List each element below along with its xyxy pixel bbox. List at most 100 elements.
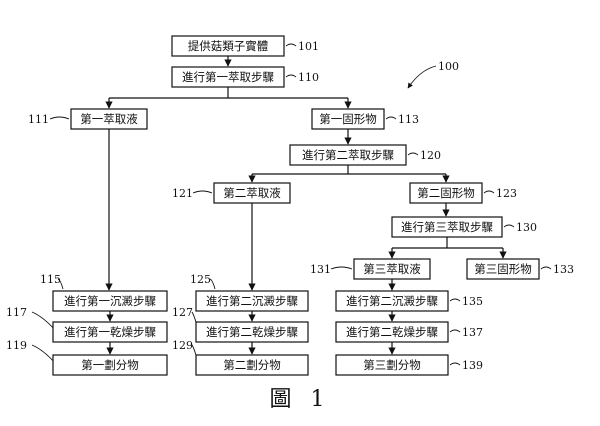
node-box <box>335 321 449 343</box>
process-node-135: 進行第二沉澱步驟 <box>335 290 449 312</box>
ref-numeral-123: 123 <box>496 187 517 200</box>
node-box <box>311 108 385 130</box>
reference-numerals: 101 110 111 113 120 121 123 130 131 133 115 117 119 1… <box>6 40 574 372</box>
ref-leader-101 <box>285 43 297 47</box>
ref-numeral-133: 133 <box>553 263 574 276</box>
ref-numeral-121: 121 <box>172 187 193 200</box>
connector-lines <box>105 56 507 355</box>
overall-ref-leader <box>407 65 437 89</box>
node-label: 進行第三萃取步驟 <box>401 220 493 234</box>
ref-leader-125 <box>209 278 216 290</box>
ref-numeral-135: 135 <box>462 295 483 308</box>
process-node-139: 第三劃分物 <box>335 354 449 376</box>
node-label: 第一固形物 <box>319 112 377 126</box>
ref-leader-133 <box>540 266 552 270</box>
node-box <box>171 66 285 88</box>
node-box <box>52 290 168 312</box>
node-label: 進行第二乾燥步驟 <box>346 325 438 339</box>
node-box <box>52 321 168 343</box>
node-box <box>335 354 449 376</box>
node-box <box>409 182 483 204</box>
node-label: 進行第一萃取步驟 <box>182 70 274 84</box>
node-label: 提供菇類子實體 <box>188 39 269 53</box>
node-label: 進行第二沉澱步驟 <box>346 294 438 308</box>
figure-caption: 圖 1 <box>269 387 331 412</box>
ref-numeral-125: 125 <box>190 273 211 286</box>
node-box <box>171 35 285 57</box>
process-node-125: 進行第二沉澱步驟 <box>195 290 309 312</box>
node-box <box>52 354 168 376</box>
ref-numeral-101: 101 <box>298 40 319 53</box>
node-label: 第三劃分物 <box>363 358 421 372</box>
ref-leader-110 <box>285 74 297 78</box>
overall-ref-numeral: 100 <box>438 60 459 73</box>
node-label: 第一劃分物 <box>81 358 139 372</box>
ref-numeral-127: 127 <box>172 306 193 319</box>
ref-numeral-130: 130 <box>516 221 537 234</box>
process-node-133: 第三固形物 <box>466 258 540 280</box>
process-node-117: 進行第一乾燥步驟 <box>52 321 168 343</box>
process-node-115: 進行第一沉澱步驟 <box>52 290 168 312</box>
process-node-101: 提供菇類子實體 <box>171 35 285 57</box>
node-box <box>335 290 449 312</box>
ref-leader-120 <box>407 152 419 156</box>
node-label: 第二固形物 <box>417 186 475 200</box>
process-node-127: 進行第二乾燥步驟 <box>195 321 309 343</box>
ref-leader-115 <box>57 278 64 290</box>
process-node-110: 進行第一萃取步驟 <box>171 66 285 88</box>
ref-leader-130 <box>503 224 515 228</box>
ref-leader-117 <box>31 311 56 331</box>
process-node-113: 第一固形物 <box>311 108 385 130</box>
ref-leader-135 <box>449 298 461 302</box>
ref-numeral-120: 120 <box>420 149 441 162</box>
ref-numeral-115: 115 <box>40 273 61 286</box>
ref-numeral-110: 110 <box>298 71 319 84</box>
node-box <box>466 258 540 280</box>
process-node-120: 進行第二萃取步驟 <box>289 144 407 166</box>
ref-numeral-119: 119 <box>6 339 27 352</box>
node-label: 進行第一沉澱步驟 <box>64 294 156 308</box>
node-box <box>195 290 309 312</box>
ref-leader-137 <box>449 329 461 333</box>
ref-numeral-117: 117 <box>6 306 27 319</box>
ref-numeral-131: 131 <box>310 263 331 276</box>
ref-leader-131 <box>330 266 353 270</box>
node-label: 進行第二萃取步驟 <box>302 148 394 162</box>
node-label: 進行第二乾燥步驟 <box>206 325 298 339</box>
process-boxes: 提供菇類子實體進行第一萃取步驟第一萃取液第一固形物進行第二萃取步驟第二萃取液第二… <box>52 35 540 376</box>
node-box <box>391 216 503 238</box>
node-label: 第一萃取液 <box>80 112 138 126</box>
node-box <box>195 321 309 343</box>
ref-numeral-113: 113 <box>398 113 419 126</box>
node-box <box>213 182 291 204</box>
node-box <box>70 108 148 130</box>
process-node-129: 第二劃分物 <box>195 354 309 376</box>
process-node-137: 進行第二乾燥步驟 <box>335 321 449 343</box>
node-label: 進行第二沉澱步驟 <box>206 294 298 308</box>
ref-leader-121 <box>192 190 213 194</box>
ref-numeral-129: 129 <box>172 339 193 352</box>
process-node-119: 第一劃分物 <box>52 354 168 376</box>
node-label: 第二劃分物 <box>223 358 281 372</box>
process-node-123: 第二固形物 <box>409 182 483 204</box>
process-node-130: 進行第三萃取步驟 <box>391 216 503 238</box>
node-box <box>195 354 309 376</box>
ref-leader-139 <box>449 362 461 366</box>
process-node-111: 第一萃取液 <box>70 108 148 130</box>
ref-numeral-139: 139 <box>462 359 483 372</box>
ref-leader-119 <box>31 344 56 364</box>
ref-leader-113 <box>385 116 397 120</box>
ref-numeral-137: 137 <box>462 326 483 339</box>
node-label: 第二萃取液 <box>223 186 281 200</box>
node-box <box>289 144 407 166</box>
node-label: 第三萃取液 <box>363 262 421 276</box>
ref-numeral-111: 111 <box>28 113 49 126</box>
ref-leader-123 <box>483 190 495 194</box>
node-label: 進行第一乾燥步驟 <box>64 325 156 339</box>
node-box <box>353 258 431 280</box>
process-node-121: 第二萃取液 <box>213 182 291 204</box>
process-node-131: 第三萃取液 <box>353 258 431 280</box>
ref-leader-111 <box>49 116 70 120</box>
node-label: 第三固形物 <box>474 262 532 276</box>
